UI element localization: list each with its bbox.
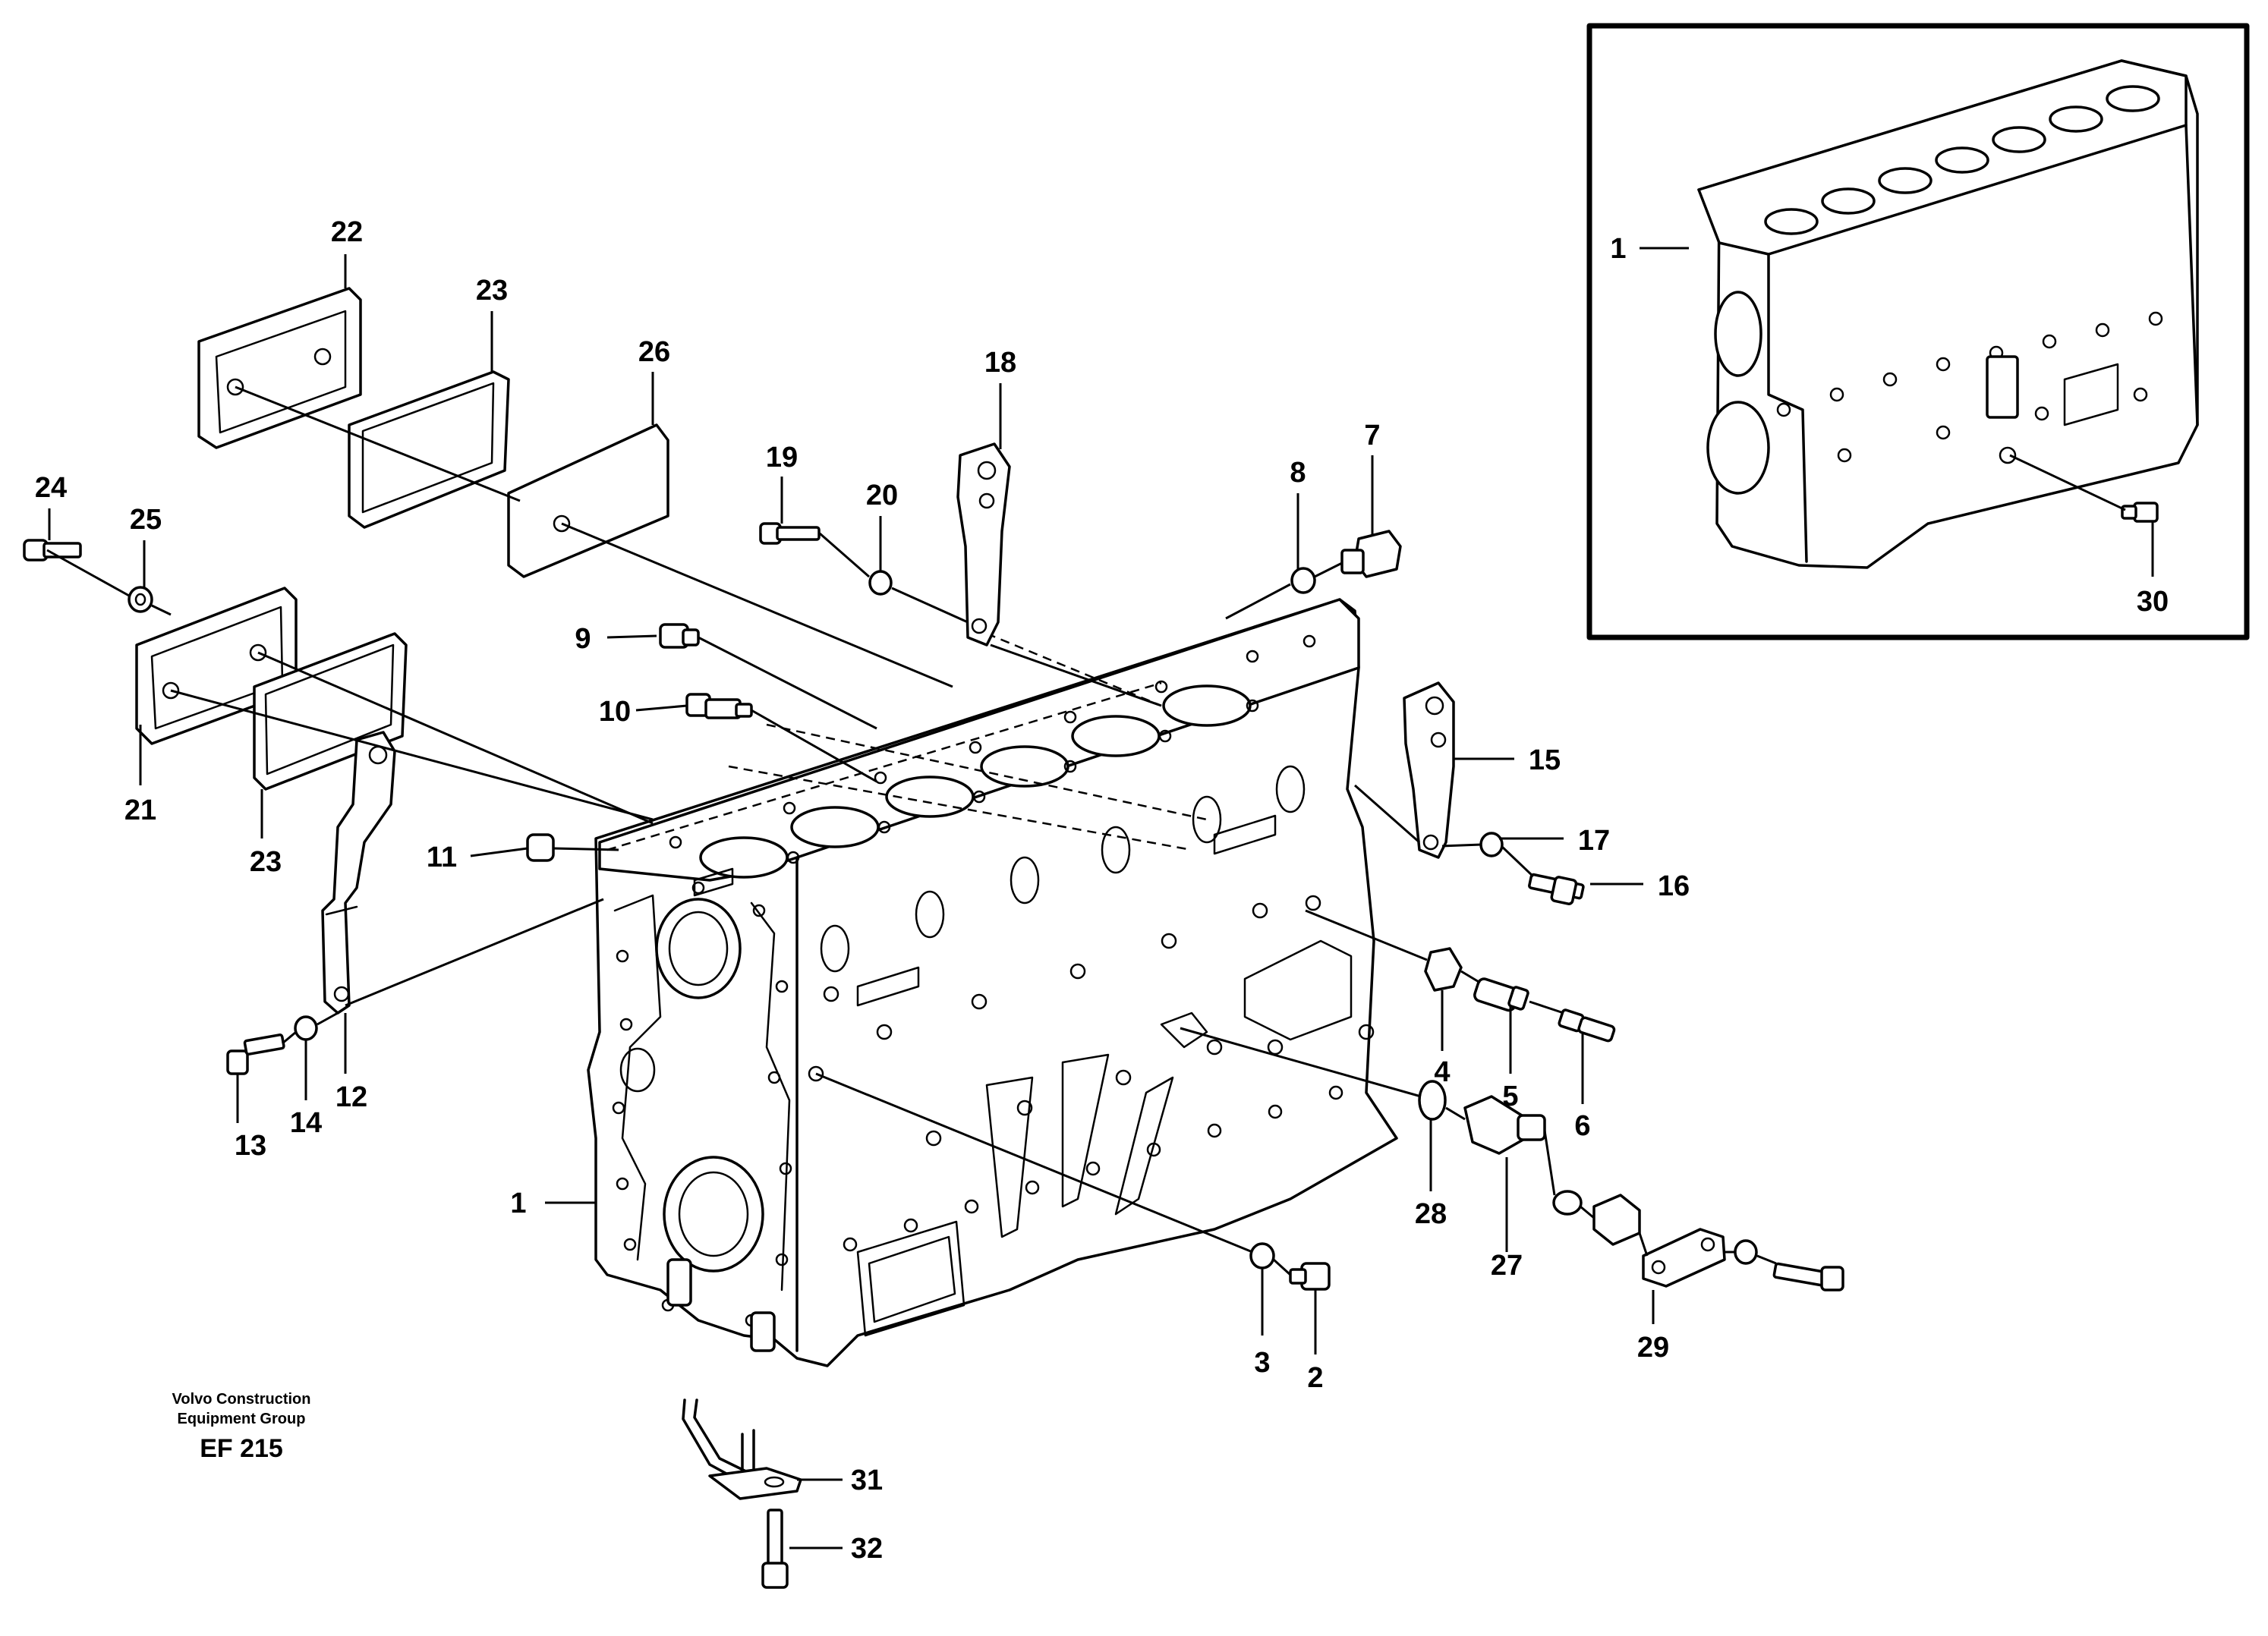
caption-line-2: Equipment Group [178,1411,306,1427]
part-18-lifting-eye [956,442,1011,647]
part-9-plug [659,623,700,649]
callout-3: 3 [1254,1347,1270,1379]
part-12-bracket [321,731,396,1015]
assembly-lines [46,385,1777,1276]
callout-23: 23 [476,275,508,307]
part-10-sensor [685,693,753,719]
part-27-valve-housing [1463,1095,1546,1155]
part-5-adapter [1473,977,1529,1012]
callout-2: 2 [1307,1362,1323,1394]
callout-26: 26 [638,336,670,368]
inset-cylinder-bores [1764,85,2160,235]
callout-10: 10 [599,696,631,728]
callout-25: 25 [130,504,162,536]
callout-32: 32 [851,1533,883,1565]
part-29-washer [1734,1239,1758,1265]
callout-31: 31 [851,1465,883,1496]
part-union-nut [1592,1194,1641,1246]
callout-12: 12 [335,1081,367,1113]
callout-22: 22 [331,216,363,248]
callout-9: 9 [575,623,591,655]
part-oring [1552,1190,1583,1216]
block-side-openings [693,765,1306,1007]
part-28-seal-ring [1418,1080,1447,1121]
callout-23-lower: 23 [250,846,282,878]
inset-frame: 1 30 [1586,23,2250,640]
callout-27: 27 [1491,1250,1523,1282]
block-front-face [612,894,792,1352]
part-23-gasket-top [348,370,510,529]
part-17-washer [1479,832,1504,857]
part-29-flange [1642,1228,1726,1288]
callout-leaders [48,254,1655,1549]
callout-20: 20 [866,480,898,511]
part-24-bolt [23,539,82,562]
engine-block [587,598,1398,1367]
part-6-sensor [1558,1008,1616,1043]
callout-11: 11 [427,842,457,873]
part-2-plug [1289,1262,1331,1291]
inset-plug-30 [2009,454,2159,577]
part-8-washer [1290,567,1316,594]
part-14-washer [294,1015,318,1041]
callout-28: 28 [1415,1198,1447,1230]
callout-21: 21 [124,794,156,826]
callout-17: 17 [1578,825,1610,857]
callout-4: 4 [1434,1056,1450,1088]
caption-line-1: Volvo Construction [172,1391,311,1408]
cylinder-bores [699,684,1252,879]
part-32-bolt [761,1509,789,1589]
part-29-bolt [1772,1262,1844,1291]
callout-16: 16 [1658,870,1690,902]
part-7-plug [1340,530,1402,578]
callout-15: 15 [1529,744,1561,776]
callout-7: 7 [1364,420,1380,451]
callout-1: 1 [510,1188,526,1219]
inset-callout-30: 30 [2137,586,2169,618]
part-22-cover [197,287,362,449]
part-19-bolt [759,522,821,545]
part-11-plug [526,833,555,862]
caption-code: EF 215 [200,1434,283,1463]
inset-engine-block [1697,59,2199,569]
callout-8: 8 [1290,457,1306,489]
part-23-gasket-lower [253,632,408,791]
callout-24: 24 [35,472,67,504]
callout-6: 6 [1574,1110,1590,1142]
part-25-washer [128,586,153,613]
callout-13: 13 [235,1130,266,1162]
callout-numbers: 1 2 3 4 5 6 7 8 9 10 11 12 13 14 15 16 1… [35,216,1690,1565]
callout-18: 18 [984,347,1016,379]
callout-14: 14 [290,1107,322,1139]
part-4-nipple [1424,947,1463,992]
part-20-washer [868,570,893,596]
callout-19: 19 [766,442,798,473]
block-side-bolts [808,895,1375,1252]
part-31-oil-pipe [682,1398,802,1500]
deck-bolt-holes [669,634,1316,895]
callout-29: 29 [1637,1332,1669,1364]
callout-5: 5 [1502,1081,1518,1112]
part-15-lifting-eye [1403,681,1455,859]
part-16-bolt [1528,873,1585,905]
part-26-plate [507,423,669,578]
inset-callout-1: 1 [1610,233,1626,265]
caption: Volvo Construction Equipment Group EF 21… [172,1391,311,1463]
part-13-bolt [226,1034,285,1075]
part-3-washer [1249,1242,1275,1269]
